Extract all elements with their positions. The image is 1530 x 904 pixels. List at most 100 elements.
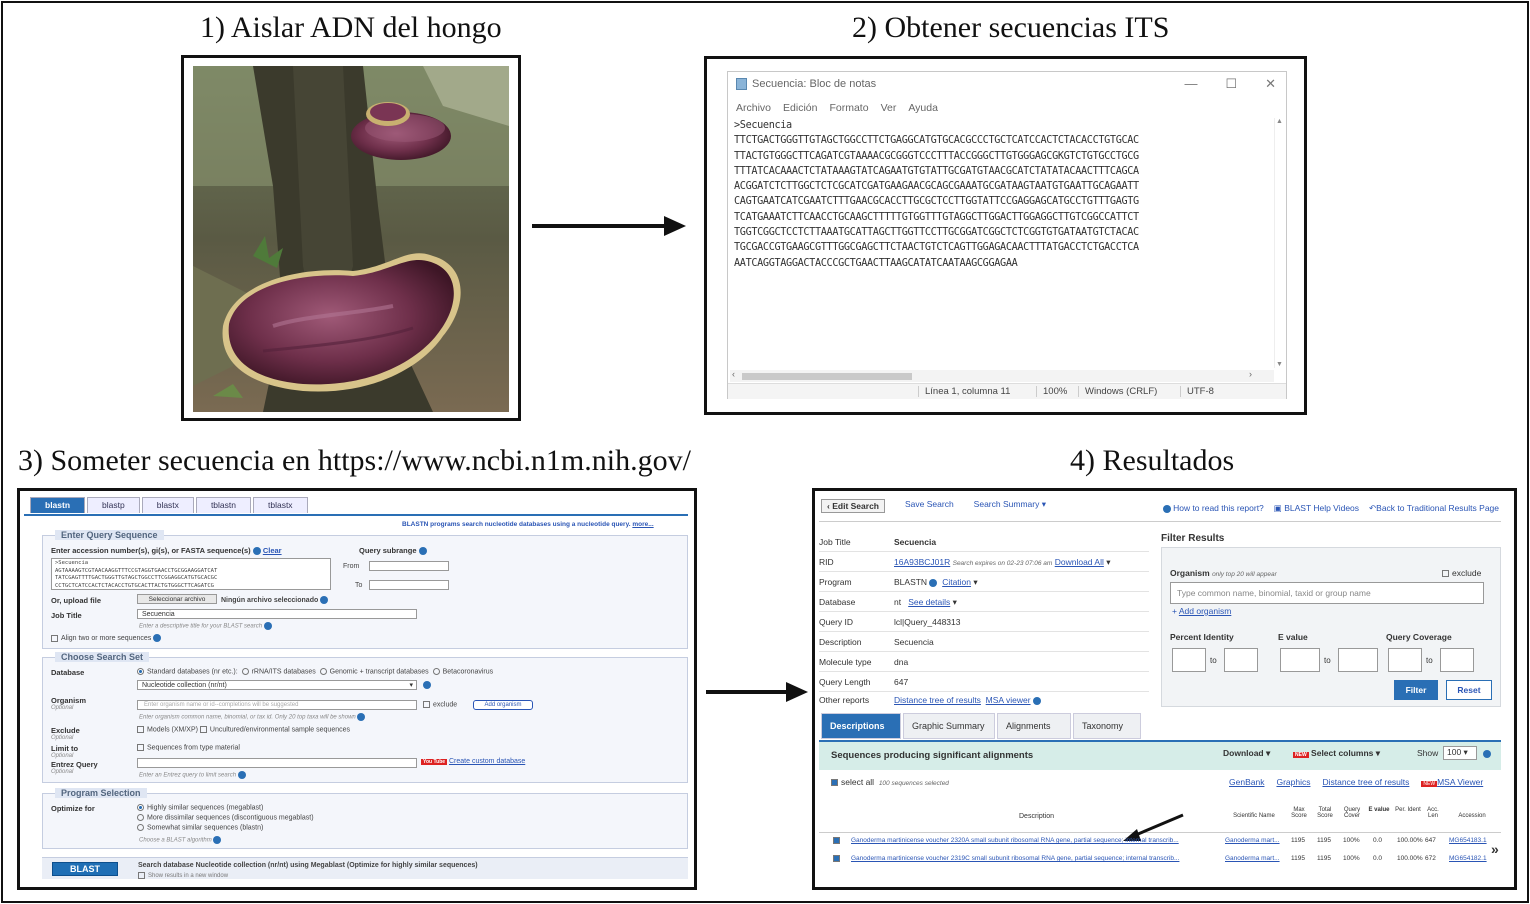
- row-checkbox[interactable]: [833, 837, 840, 844]
- help-icon[interactable]: [153, 634, 162, 642]
- tab-tblastn[interactable]: tblastn: [195, 497, 251, 513]
- entrez-input[interactable]: [137, 758, 417, 768]
- help-videos-link[interactable]: ▣ BLAST Help Videos: [1274, 503, 1359, 514]
- evalue-max-input[interactable]: [1338, 648, 1378, 672]
- download-all-link[interactable]: Download All: [1054, 557, 1104, 567]
- see-details-link[interactable]: See details: [908, 597, 951, 607]
- vertical-scrollbar[interactable]: ▲ ▼: [1274, 118, 1284, 368]
- help-icon[interactable]: [320, 596, 329, 604]
- help-icon[interactable]: [357, 713, 366, 721]
- col-scientific-name[interactable]: Scientific Name: [1233, 813, 1275, 819]
- add-organism-link[interactable]: Add organism: [1178, 606, 1232, 616]
- coverage-max-input[interactable]: [1440, 648, 1474, 672]
- graphics-link[interactable]: Graphics: [1276, 777, 1311, 787]
- job-title-input[interactable]: Secuencia: [137, 609, 417, 619]
- tab-blastn[interactable]: blastn: [30, 497, 86, 513]
- row-accession[interactable]: MG654183.1: [1449, 837, 1487, 844]
- db-standard-radio[interactable]: [137, 668, 144, 675]
- col-acc-len[interactable]: Acc. Len: [1427, 807, 1439, 819]
- organism-input[interactable]: Enter organism name or id--completions w…: [137, 700, 417, 710]
- menu-archivo[interactable]: Archivo: [736, 102, 772, 114]
- genbank-link[interactable]: GenBank: [1229, 777, 1265, 787]
- menu-edicion[interactable]: Edición: [783, 102, 818, 114]
- menu-formato[interactable]: Formato: [829, 102, 869, 114]
- identity-min-input[interactable]: [1172, 648, 1206, 672]
- create-custom-db-link[interactable]: Create custom database: [449, 758, 526, 765]
- to-input[interactable]: [369, 580, 449, 590]
- blast-button[interactable]: BLAST: [52, 862, 118, 876]
- col-description[interactable]: Description: [1019, 813, 1055, 820]
- add-organism-button[interactable]: Add organism: [473, 700, 533, 710]
- from-input[interactable]: [369, 561, 449, 571]
- tab-descriptions[interactable]: Descriptions: [821, 713, 901, 739]
- how-to-read-link[interactable]: How to read this report?: [1162, 503, 1264, 514]
- citation-link[interactable]: Citation: [942, 577, 972, 587]
- help-icon[interactable]: [213, 836, 222, 844]
- help-icon[interactable]: [263, 622, 272, 630]
- row-accession[interactable]: MG654182.1: [1449, 855, 1487, 862]
- tab-graphic-summary[interactable]: Graphic Summary: [903, 713, 995, 739]
- col-query-cover[interactable]: Query Cover: [1343, 807, 1361, 819]
- row-checkbox[interactable]: [833, 855, 840, 862]
- models-checkbox[interactable]: [137, 726, 144, 733]
- db-betacov-radio[interactable]: [432, 668, 440, 675]
- back-link[interactable]: ↶Back to Traditional Results Page: [1369, 503, 1499, 514]
- database-select[interactable]: Nucleotide collection (nr/nt)▾: [137, 680, 417, 690]
- exclude-checkbox[interactable]: [1442, 570, 1449, 578]
- db-rrna-radio[interactable]: [241, 668, 249, 675]
- row-description-link[interactable]: Ganoderma martinicense voucher 2319C sma…: [851, 855, 1180, 862]
- new-window-checkbox[interactable]: [138, 872, 145, 879]
- msa-viewer-link[interactable]: MSA viewer: [985, 695, 1031, 705]
- col-max-score[interactable]: Max Score: [1291, 807, 1307, 819]
- rid-link[interactable]: 16A93BCJ01R: [894, 557, 951, 567]
- upload-file-button[interactable]: Seleccionar archivo: [137, 594, 217, 604]
- identity-max-input[interactable]: [1224, 648, 1258, 672]
- help-icon[interactable]: [418, 547, 427, 556]
- table-row[interactable]: Ganoderma martinicense voucher 2319C sma…: [819, 853, 1501, 869]
- col-total-score[interactable]: Total Score: [1317, 807, 1333, 819]
- tab-blastx[interactable]: blastx: [141, 497, 194, 513]
- help-icon[interactable]: [237, 771, 246, 779]
- db-genomic-radio[interactable]: [319, 668, 327, 675]
- blastn-radio[interactable]: [137, 824, 144, 831]
- tab-tblastx[interactable]: tblastx: [252, 497, 308, 513]
- align-two-checkbox[interactable]: [51, 634, 58, 642]
- table-row[interactable]: Ganoderma martinicense voucher 2320A sma…: [819, 835, 1501, 851]
- save-search-link[interactable]: Save Search: [905, 499, 954, 509]
- megablast-radio[interactable]: [137, 804, 144, 811]
- distance-tree-link[interactable]: Distance tree of results: [894, 695, 981, 705]
- filter-button[interactable]: Filter: [1394, 680, 1438, 700]
- horizontal-scroll-thumb[interactable]: [742, 373, 912, 380]
- col-accession[interactable]: Accession: [1458, 813, 1486, 819]
- type-material-checkbox[interactable]: [137, 744, 144, 751]
- show-count-select[interactable]: 100 ▾: [1443, 746, 1477, 760]
- reset-button[interactable]: Reset: [1446, 680, 1492, 700]
- minimize-icon[interactable]: —: [1184, 76, 1198, 91]
- help-icon[interactable]: [1483, 750, 1491, 758]
- scroll-up-icon[interactable]: ▲: [1276, 118, 1283, 125]
- scroll-right-icon[interactable]: ›: [1249, 369, 1252, 379]
- row-scientific-name[interactable]: Ganoderma mart...: [1225, 837, 1280, 844]
- col-per-ident[interactable]: Per. Ident: [1395, 807, 1421, 813]
- tab-blastp[interactable]: blastp: [87, 497, 140, 513]
- help-icon[interactable]: [423, 681, 431, 689]
- edit-search-button[interactable]: ‹ Edit Search: [821, 499, 885, 513]
- dc-megablast-radio[interactable]: [137, 814, 144, 821]
- menu-ayuda[interactable]: Ayuda: [908, 102, 938, 114]
- tab-alignments[interactable]: Alignments: [997, 713, 1071, 739]
- scroll-down-icon[interactable]: ▼: [1276, 361, 1283, 368]
- distance-tree-results-link[interactable]: Distance tree of results: [1322, 777, 1410, 787]
- coverage-min-input[interactable]: [1388, 648, 1422, 672]
- help-icon[interactable]: [252, 547, 261, 556]
- more-link[interactable]: more...: [632, 521, 654, 528]
- horizontal-scrollbar[interactable]: ‹ ›: [730, 369, 1274, 382]
- row-scientific-name[interactable]: Ganoderma mart...: [1225, 855, 1280, 862]
- organism-filter-input[interactable]: Type common name, binomial, taxid or gro…: [1170, 582, 1484, 604]
- menu-ver[interactable]: Ver: [880, 102, 897, 114]
- search-summary-link[interactable]: Search Summary ▾: [973, 499, 1046, 509]
- select-columns-menu[interactable]: NEW Select columns ▾: [1293, 748, 1381, 758]
- scroll-left-icon[interactable]: ‹: [732, 369, 735, 379]
- row-description-link[interactable]: Ganoderma martinicense voucher 2320A sma…: [851, 837, 1179, 844]
